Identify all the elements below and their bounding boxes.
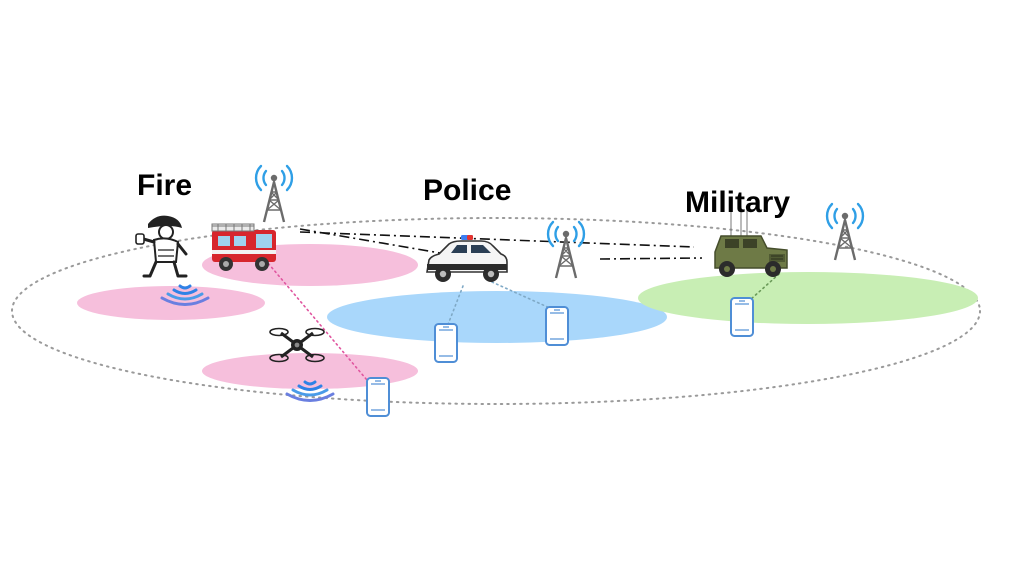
military-label: Military (685, 186, 790, 219)
cell-tower-icon (546, 220, 586, 280)
police-access-link (446, 285, 464, 328)
phone-icon (730, 297, 754, 337)
fire-zone-drone (202, 353, 418, 389)
backhaul-link (299, 231, 695, 248)
police-access-link (491, 281, 553, 310)
backhaul-link (599, 257, 703, 260)
fire-access-link (261, 255, 373, 387)
military-vehicle-icon (714, 206, 788, 277)
drone-icon (269, 327, 325, 363)
cell-tower-icon (254, 164, 294, 224)
police-zone (327, 291, 667, 343)
phone-icon (366, 377, 390, 417)
police-car-icon (426, 235, 508, 282)
cell-tower-icon (825, 202, 865, 262)
military-access-link (749, 273, 780, 301)
phone-icon (545, 306, 569, 346)
military-zone (638, 272, 978, 324)
phone-icon (434, 323, 458, 363)
fire-truck-icon (211, 223, 276, 271)
firefighter-icon (135, 215, 188, 278)
coverage-boundary (11, 217, 981, 405)
fire-label: Fire (137, 169, 192, 202)
police-label: Police (423, 174, 511, 207)
